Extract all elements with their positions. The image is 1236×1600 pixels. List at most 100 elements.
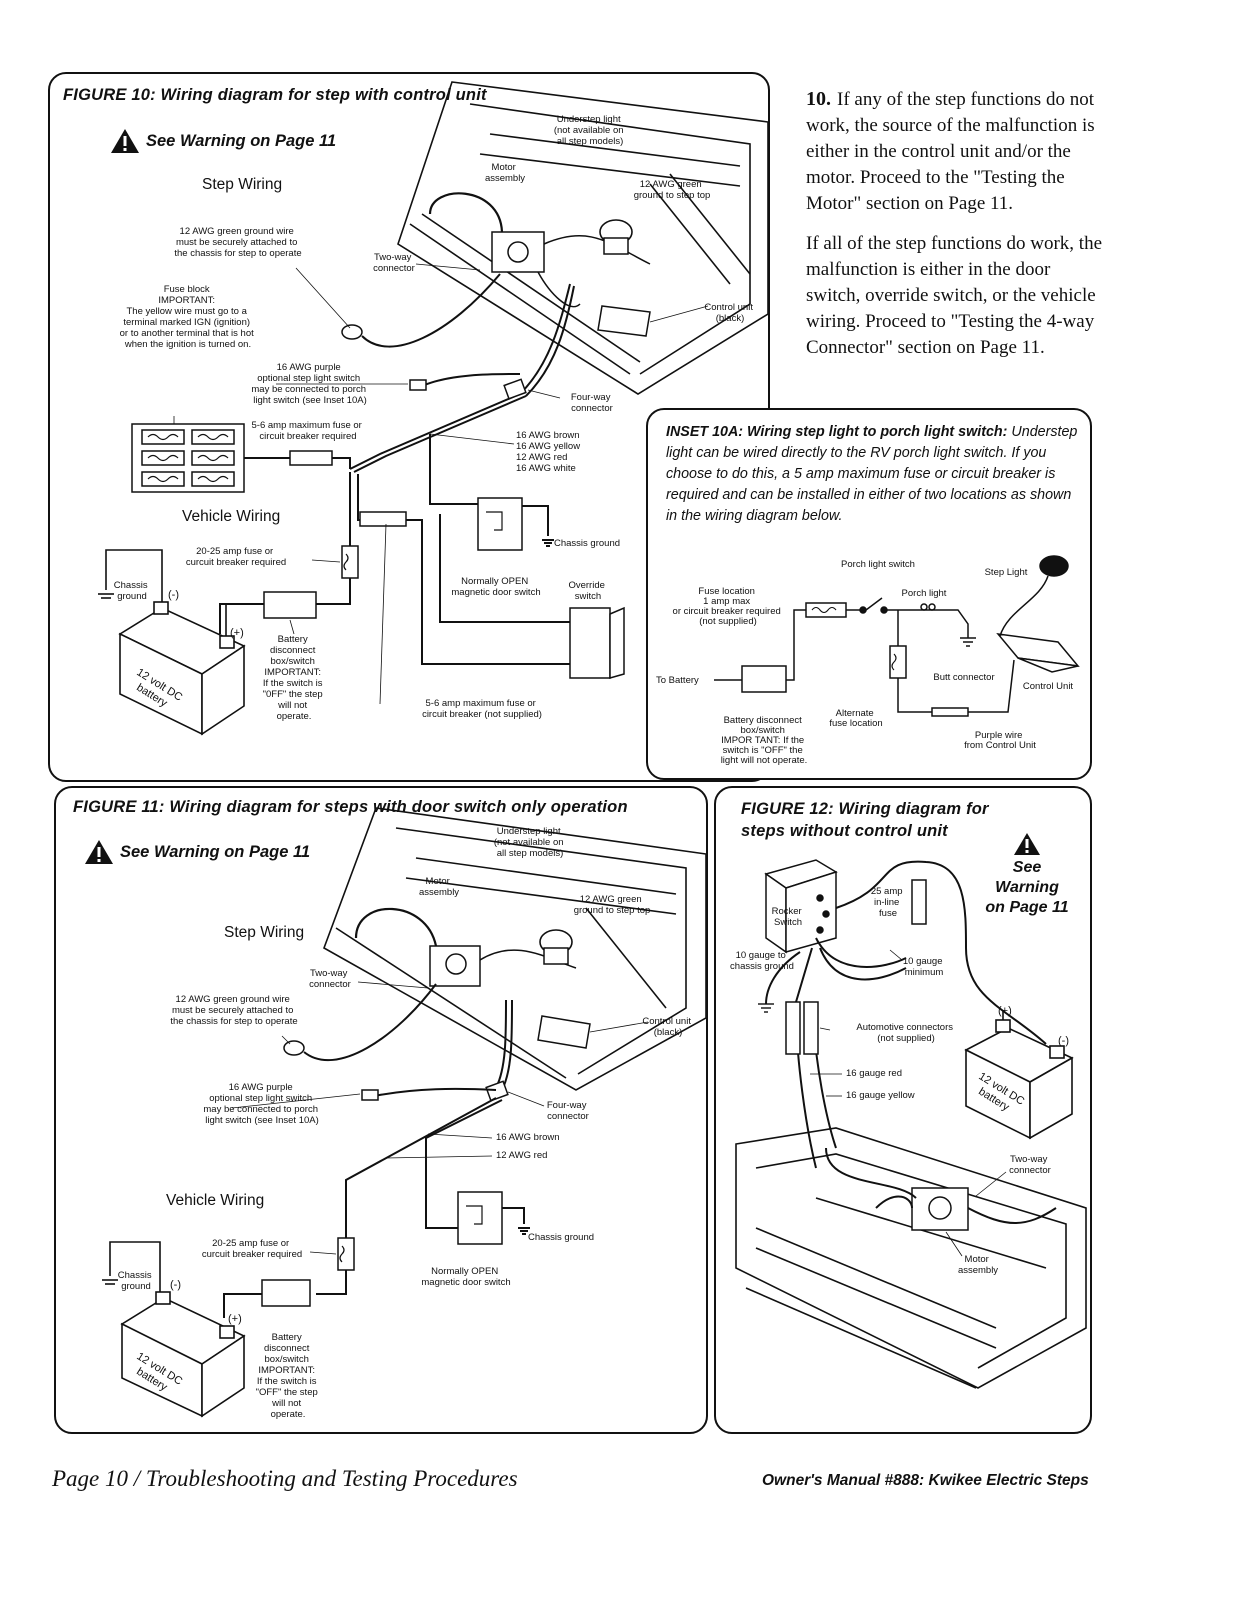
label-10-gauge: 10 gauge minimum bbox=[903, 956, 945, 978]
step-assembly bbox=[735, 1127, 1087, 1389]
label-purple-wire: 16 AWG purple optional step light switch… bbox=[251, 362, 368, 406]
label-rocker-switch: Rocker Switch bbox=[772, 906, 805, 928]
wire-brown bbox=[425, 1099, 530, 1245]
figure-12-diagram: Rocker Switch 25 amp in-line fuse 10 gau… bbox=[730, 859, 1087, 1389]
label-to-battery: To Battery bbox=[656, 675, 699, 686]
inset-10a-text: INSET 10A: Wiring step light to porch li… bbox=[666, 422, 1086, 527]
figure-10-warning: See Warning on Page 11 bbox=[110, 128, 336, 154]
label-battery-disconnect: Battery disconnect box/switch IMPORTANT:… bbox=[263, 634, 326, 722]
alternate-fuse bbox=[889, 645, 907, 679]
wire-purple bbox=[361, 1087, 497, 1101]
battery bbox=[120, 1291, 246, 1418]
wire-harness bbox=[349, 283, 575, 473]
footer-manual-title: Owner's Manual #888: Kwikee Electric Ste… bbox=[762, 1472, 1089, 1489]
step-10-para-1-text: If any of the step functions do not work… bbox=[806, 89, 1095, 214]
label-fuse-location: Fuse location 1 amp max or circuit break… bbox=[673, 586, 784, 627]
figure-11-title: FIGURE 11: Wiring diagram for steps with… bbox=[73, 798, 628, 816]
motor-assembly bbox=[875, 1187, 969, 1231]
wire-purple bbox=[897, 678, 932, 713]
label-motor-assembly: Motor assembly bbox=[958, 1254, 998, 1276]
warning-icon bbox=[1014, 833, 1040, 855]
label-red-wire: 12 AWG red bbox=[496, 1150, 547, 1161]
porch-light bbox=[920, 603, 928, 611]
label-automotive-connectors: Automotive connectors (not supplied) bbox=[856, 1022, 955, 1044]
inset-10a-title-cont: switch: bbox=[958, 424, 1008, 440]
label-wire-colors: 16 AWG brown 16 AWG yellow 12 AWG red 16… bbox=[516, 430, 583, 474]
battery-negative-wire bbox=[225, 603, 264, 636]
label-battery-plus: (+) bbox=[228, 1313, 242, 1325]
butt-connector bbox=[931, 707, 969, 717]
leader-lines bbox=[231, 981, 649, 1255]
wire-harness bbox=[825, 1147, 1057, 1224]
label-step-light: Step Light bbox=[985, 567, 1028, 578]
step-10-text: 10.If any of the step functions do not w… bbox=[806, 86, 1106, 375]
figure-12-warning: See Warning on Page 11 bbox=[972, 832, 1082, 918]
battery bbox=[118, 601, 246, 736]
chassis-ground-line bbox=[98, 549, 163, 608]
label-four-way-connector: Four-way connector bbox=[547, 1100, 589, 1122]
figure-12-warning-line-3: on Page 11 bbox=[985, 899, 1069, 916]
label-chassis-ground: Chassis ground bbox=[528, 1232, 594, 1243]
figure-11-warning-text: See Warning on Page 11 bbox=[120, 842, 311, 861]
wire-red bbox=[223, 1097, 497, 1318]
label-two-way-connector: Two-way connector bbox=[309, 968, 351, 990]
motor-assembly bbox=[428, 192, 651, 308]
figure-12-warning-line-2: Warning bbox=[995, 879, 1059, 896]
wire-10-gauge bbox=[835, 860, 1047, 1045]
label-battery-minus: (-) bbox=[170, 1279, 181, 1291]
label-fuse-5-6-top: 5-6 amp maximum fuse or circuit breaker … bbox=[252, 420, 365, 442]
figure-11-vehicle-wiring: Vehicle Wiring bbox=[166, 1192, 265, 1209]
label-porch-light: Porch light bbox=[902, 588, 947, 599]
label-green-ground-wire: 12 AWG green ground wire must be securel… bbox=[170, 994, 297, 1027]
figure-11-warning: See Warning on Page 11 bbox=[84, 839, 310, 865]
battery bbox=[964, 1019, 1074, 1140]
rocker-switch bbox=[764, 859, 838, 954]
understep-light bbox=[539, 929, 573, 965]
wire-brown bbox=[429, 434, 554, 551]
label-butt-connector: Butt connector bbox=[933, 672, 994, 683]
label-understep-light: Understep light (not available on all st… bbox=[494, 826, 566, 859]
label-battery-plus: (+) bbox=[230, 627, 244, 639]
four-way-connector bbox=[503, 378, 527, 400]
label-two-way-connector: Two-way connector bbox=[373, 252, 415, 274]
label-chassis-ground-battery: Chassis ground bbox=[118, 1270, 154, 1292]
figure-10-vehicle-wiring: Vehicle Wiring bbox=[182, 508, 281, 525]
figure-10-title: FIGURE 10: Wiring diagram for step with … bbox=[63, 86, 487, 104]
wire-chassis-ground bbox=[765, 951, 801, 1005]
motor-assembly bbox=[354, 907, 577, 987]
wire-harness bbox=[495, 999, 513, 1091]
label-door-switch: Normally OPEN magnetic door switch bbox=[421, 1266, 510, 1288]
chassis-ground-symbol bbox=[758, 1003, 774, 1013]
figure-10-warning-text: See Warning on Page 11 bbox=[146, 131, 337, 150]
switch-terminal bbox=[859, 606, 867, 614]
inset-10a-panel: INSET 10A: Wiring step light to porch li… bbox=[646, 408, 1092, 780]
step-assembly bbox=[397, 81, 768, 395]
label-battery-minus: (-) bbox=[168, 589, 179, 601]
inline-fuse-25a bbox=[911, 879, 927, 925]
label-green-ground-top: 12 AWG green ground to step top bbox=[574, 894, 651, 916]
figure-11-step-wiring: Step Wiring bbox=[224, 924, 305, 941]
figure-12-title-line-2: steps without control unit bbox=[741, 822, 948, 840]
label-four-way-connector: Four-way connector bbox=[571, 392, 613, 414]
figure-12-panel: Rocker Switch 25 amp in-line fuse 10 gau… bbox=[714, 786, 1092, 1434]
label-control-unit: Control unit (black) bbox=[704, 302, 755, 324]
label-fuse-25-amp: 25 amp in-line fuse bbox=[871, 886, 905, 919]
label-understep-light: Understep light (not available on all st… bbox=[554, 114, 626, 147]
label-brown-wire: 16 AWG brown bbox=[496, 1132, 560, 1143]
label-door-switch: Normally OPEN magnetic door switch bbox=[451, 576, 540, 598]
warning-icon bbox=[85, 840, 113, 864]
label-motor-assembly: Motor assembly bbox=[485, 162, 525, 184]
wire-yellow bbox=[244, 450, 351, 469]
label-16-gauge-red: 16 gauge red bbox=[846, 1068, 902, 1079]
label-override-switch: Override switch bbox=[568, 580, 607, 602]
inset-10a-body: Understep light can be wired directly to… bbox=[666, 424, 1078, 524]
figure-12-warning-line-1: See bbox=[1012, 859, 1042, 876]
label-green-ground-top: 12 AWG green ground to step top bbox=[634, 179, 711, 201]
figure-12-title: FIGURE 12: Wiring diagram for steps with… bbox=[741, 798, 989, 842]
figure-11-diagram: Understep light (not available on all st… bbox=[102, 807, 706, 1420]
label-chassis-ground: Chassis ground bbox=[554, 538, 620, 549]
four-way-connector bbox=[485, 1080, 509, 1102]
wire-red bbox=[219, 472, 359, 634]
warning-icon bbox=[111, 129, 139, 153]
label-battery-plus: (+) bbox=[998, 1005, 1012, 1017]
